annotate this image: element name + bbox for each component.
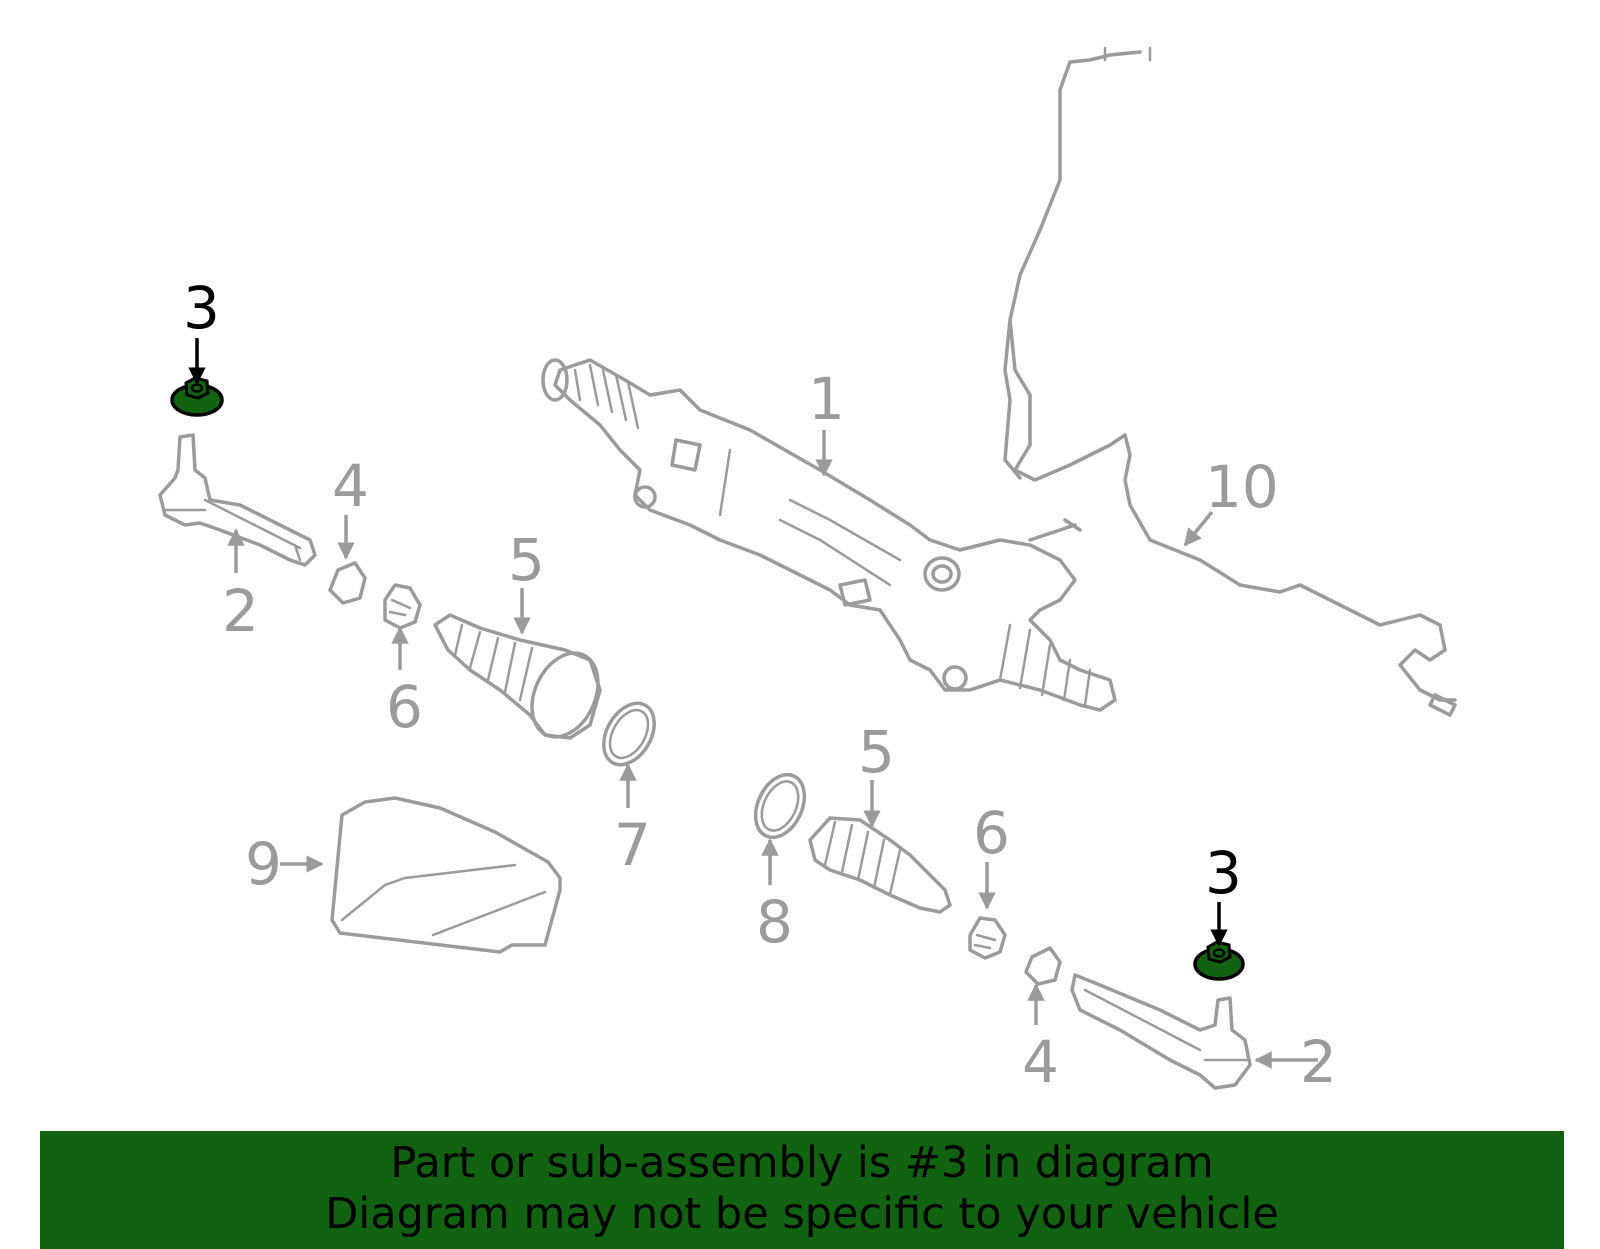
boot-left (433, 613, 602, 740)
clamp-left (383, 583, 422, 630)
callout-tie-rod-end-right: 2 (1300, 1028, 1337, 1096)
ring-left (602, 701, 656, 767)
callout-ring-left: 7 (614, 811, 651, 879)
callout-nut-left: 3 (183, 274, 220, 342)
tie-rod-end-left (158, 433, 317, 567)
leader-lines (188, 338, 1318, 1069)
info-banner: Part or sub-assembly is #3 in diagram Di… (40, 1131, 1564, 1249)
callout-heat-shield: 9 (245, 830, 282, 898)
banner-line-part: Part or sub-assembly is #3 in diagram (390, 1138, 1214, 1188)
callout-boot-left: 5 (508, 526, 545, 594)
nut-left (170, 376, 224, 417)
callout-ring-right: 8 (756, 888, 793, 956)
boot-right (808, 816, 952, 914)
callout-jam-nut-left: 4 (332, 452, 369, 520)
wiring-harness (1003, 46, 1457, 717)
nut-right (1193, 940, 1245, 981)
callout-clamp-left: 6 (386, 673, 423, 741)
callout-rack-gear: 1 (808, 365, 845, 433)
callout-wiring-harness: 10 (1205, 453, 1279, 521)
callout-tie-rod-end-left: 2 (222, 577, 259, 645)
steering-rack-gear (541, 358, 1117, 712)
callout-clamp-right: 6 (973, 799, 1010, 867)
heat-shield (330, 796, 562, 954)
banner-line-disclaimer: Diagram may not be specific to your vehi… (325, 1189, 1279, 1239)
jam-nut-left (328, 561, 367, 605)
callout-nut-right: 3 (1205, 839, 1242, 907)
callout-boot-right: 5 (858, 718, 895, 786)
callout-jam-nut-right: 4 (1022, 1028, 1059, 1096)
tie-rod-end-right (1070, 973, 1252, 1090)
jam-nut-right (1024, 946, 1062, 986)
clamp-right (968, 916, 1007, 960)
ring-right (753, 772, 807, 840)
